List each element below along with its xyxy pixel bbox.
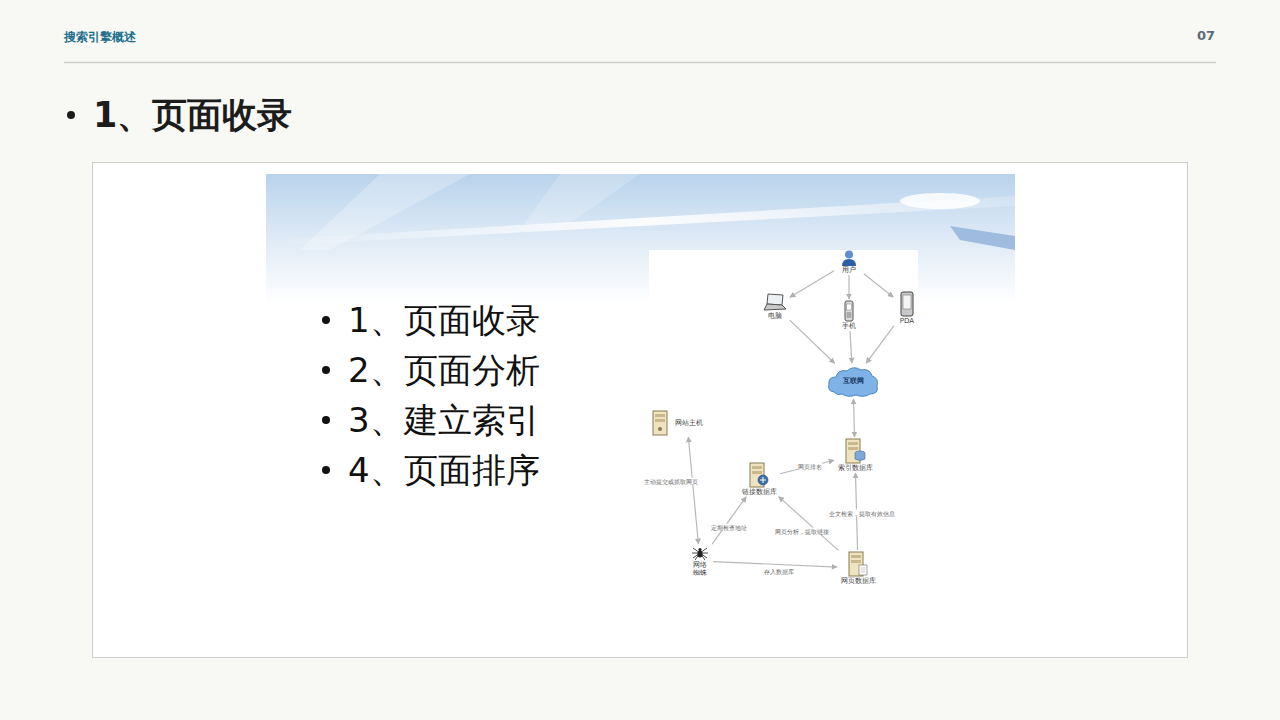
web-host-node: 网站主机 [650,410,724,436]
section-name: 搜索引擎概述 [64,29,136,46]
edge-label: 网页分析，提取链接 [775,528,829,535]
flow-arrow [850,331,852,363]
list-item: 2、页面分析 [348,348,540,394]
edge-label: 存入数据库 [764,568,794,575]
node-icon [748,462,770,488]
node-icon [841,250,857,266]
node-label: 网络蜘蛛 [692,561,708,577]
flow-arrow [779,497,839,551]
node-label: PDA [900,317,914,325]
node-label: 互联网 [843,377,864,385]
list-item: 1、页面收录 [348,298,540,344]
phone-node: 手机 [837,300,861,330]
edge-label: 主动提交或抓取网页 [644,478,698,485]
node-label: 用户 [842,266,856,274]
flow-arrow [688,437,698,544]
flow-arrow [866,326,894,363]
node-label: 链接数据库 [742,488,777,496]
user-icon-node: 用户 [835,250,863,274]
link-db-node: 链接数据库 [739,462,779,496]
flow-arrow [853,399,854,437]
flow-arrow [790,271,834,297]
flow-arrow [713,562,837,567]
list-bullets [322,316,330,474]
node-icon [650,410,670,436]
spider-node: 网络蜘蛛 [688,545,712,577]
flow-arrow [712,497,746,544]
node-label: 索引数据库 [838,464,873,472]
node-icon [762,292,788,312]
title-bullet [67,111,75,119]
node-icon [847,551,869,577]
diagram-panel [649,250,918,596]
slide-title: 1、页面收录 [93,92,292,139]
list-item: 3、建立索引 [348,398,540,444]
flow-arrow [780,460,834,474]
picture-frame [93,163,1188,658]
page-number: 07 [1197,28,1215,43]
node-label: 手机 [842,322,856,330]
page-db-node: 网页数据库 [838,551,878,585]
flow-arrow [848,275,849,299]
node-icon [844,438,866,464]
internet-cloud: 互联网 [826,364,880,398]
computer-node: 电脑 [761,292,789,320]
flow-arrow [790,320,835,363]
node-icon [900,291,914,317]
node-label: 电脑 [768,312,782,320]
node-label: 网页数据库 [841,577,876,585]
list-item: 4、页面排序 [348,448,540,494]
pda-node: PDA [894,291,920,325]
node-icon [843,300,855,322]
node-icon [691,545,709,561]
edge-label: 定期检查地址 [711,524,747,531]
index-db-node: 索引数据库 [835,438,875,472]
edge-label: 全文检索，提取有效信息 [829,510,895,517]
edge-label: 网页排名 [798,463,822,470]
node-label: 网站主机 [675,419,703,427]
header-rule [64,62,1216,64]
flow-arrow [864,274,893,297]
